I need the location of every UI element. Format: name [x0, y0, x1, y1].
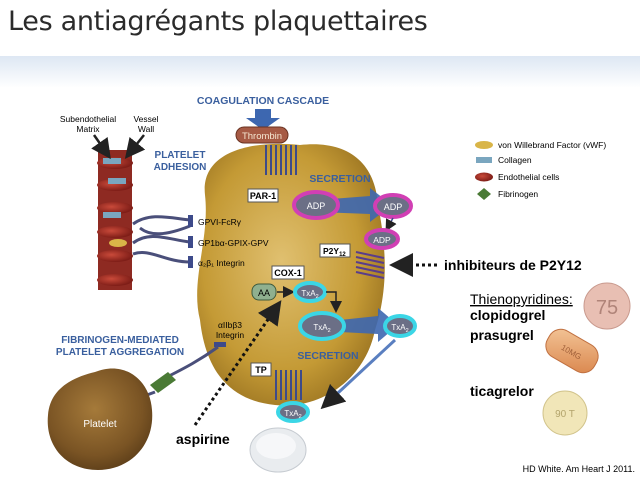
platelet-adhesion-label-1: PLATELET: [155, 150, 206, 161]
aspirin-pill: [249, 427, 307, 473]
par1-label: PAR-1: [250, 191, 276, 201]
txa2-circle-4: [276, 401, 310, 423]
p2y12-receptor: [355, 251, 385, 279]
subendothelial-label-1: Subendothelial: [60, 114, 116, 124]
aiib3-label-2: Integrin: [216, 330, 245, 340]
txa2-label-3: TxA2: [391, 323, 408, 334]
ticagrelor-label: ticagrelor: [470, 383, 534, 399]
gp1ba-label: GP1bα-GPIX-GPV: [198, 238, 269, 248]
p2y12-label: P2Y12: [323, 246, 346, 258]
aspirin-label: aspirine: [176, 431, 230, 447]
platelet-cell-label: Platelet: [83, 419, 117, 430]
legend-endothelial-label: Endothelial cells: [498, 172, 559, 182]
aiib3-label-1: αIIbβ3: [218, 320, 242, 330]
coagulation-arrow: [246, 109, 280, 130]
page-title: Les antiagrégants plaquettaires: [8, 6, 428, 37]
clopidogrel-pill: 75: [583, 282, 631, 330]
secretion-bottom-label: SECRETION: [297, 350, 358, 362]
txa2-circle-1: [293, 281, 327, 303]
a2b1-label: α₂β₁ Integrin: [198, 258, 245, 268]
platelet-adhesion-label-2: ADHESION: [154, 162, 207, 173]
adp-vesicle-1: [292, 190, 340, 220]
coagulation-cascade-label: COAGULATION CASCADE: [197, 95, 329, 107]
source-citation: HD White. Am Heart J 2011.: [523, 464, 635, 474]
par1-receptor: [265, 145, 297, 175]
p2y12-inhibitor-label: inhibiteurs de P2Y12: [444, 257, 582, 273]
fibrinogen-mediated-label-1: FIBRINOGEN-MEDIATED: [61, 335, 179, 346]
txa2-label-4: TxA2: [284, 409, 301, 420]
secretion-bottom-arrow: [340, 308, 398, 342]
secretion-top-arrow: [318, 188, 392, 222]
aa-label: AA: [258, 288, 270, 298]
fibrinogen-shape: [150, 372, 176, 393]
txa2-vesicle: [298, 311, 346, 341]
txa2-label-1: TxA2: [301, 289, 318, 300]
tp-label: TP: [255, 365, 267, 375]
prasugrel-label: prasugrel: [470, 327, 534, 343]
legend: von Willebrand Factor (vWF) Collagen End…: [475, 140, 606, 200]
title-band: [0, 56, 640, 88]
thienopyridines-label: Thienopyridines:: [470, 291, 573, 307]
thrombin-box: [235, 126, 289, 144]
legend-collagen-label: Collagen: [498, 155, 532, 165]
adp-circle-2: [373, 193, 413, 219]
p2y12-box: [319, 243, 351, 258]
secretion-top-label: SECRETION: [309, 173, 370, 185]
subendothelial-label-2: Matrix: [76, 124, 100, 134]
adhesion-receptors: [132, 215, 191, 264]
fibrinogen-mediated-label-2: PLATELET AGGREGATION: [56, 347, 184, 358]
cox1-label: COX-1: [274, 268, 302, 278]
legend-fibrinogen-icon: [477, 188, 491, 200]
prasugrel-pill: 10MG: [545, 328, 599, 374]
adp-label-3: ADP: [373, 235, 391, 245]
cox1-box: [271, 265, 305, 280]
legend-collagen-icon: [476, 157, 492, 163]
adp-label-2: ADP: [384, 202, 403, 212]
legend-endothelial-icon: [475, 172, 493, 182]
svg-text:90 T: 90 T: [555, 409, 575, 420]
aa-box: [251, 283, 277, 301]
txa2-circle-3: [383, 314, 417, 338]
vessel-label-1: Vessel: [133, 114, 158, 124]
par1-box: [247, 188, 279, 203]
ticagrelor-pill: 90 T: [542, 390, 588, 436]
thrombin-label: Thrombin: [242, 131, 282, 142]
gpvi-label: GPVI-FcRγ: [198, 217, 242, 227]
tp-box: [250, 362, 272, 377]
clopidogrel-label: clopidogrel: [470, 307, 545, 323]
legend-vwf-icon: [475, 141, 493, 149]
svg-text:75: 75: [596, 297, 618, 319]
platelet-cell: [47, 368, 153, 470]
aspirin-arrow: [193, 300, 282, 426]
vessel-wall: [97, 150, 133, 290]
legend-fibrinogen-label: Fibrinogen: [498, 189, 538, 199]
adp-label-1: ADP: [307, 201, 326, 211]
legend-vwf-label: von Willebrand Factor (vWF): [498, 140, 606, 150]
tp-receptor: [275, 370, 302, 400]
vessel-label-2: Wall: [138, 124, 154, 134]
txa2-label-2: TxA2: [313, 323, 330, 334]
adp-circle-3: [364, 228, 400, 250]
